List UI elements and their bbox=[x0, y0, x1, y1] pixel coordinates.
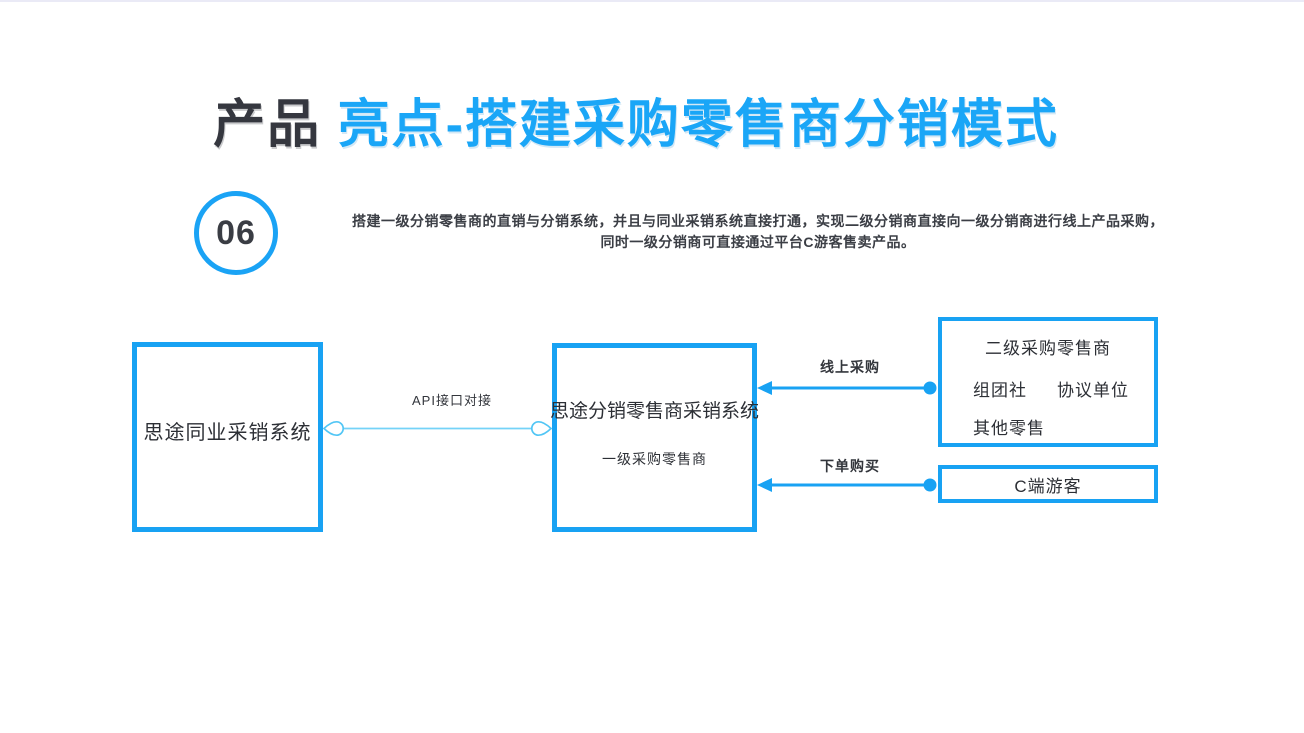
description-line-2: 同时一级分销商可直接通过平台C游客售卖产品。 bbox=[600, 234, 916, 250]
right-bottom-box-label: C端游客 bbox=[1014, 476, 1082, 496]
api-connector-line bbox=[322, 420, 553, 437]
box-secondary-purchasing-retailers: 二级采购零售商 组团社 协议单位 其他零售 bbox=[938, 317, 1158, 447]
box-situ-peer-procurement-system: 思途同业采销系统 bbox=[132, 342, 323, 532]
page-title: 产品 亮点-搭建采购零售商分销模式 bbox=[0, 82, 1288, 157]
box-situ-distribution-retailer-system: 思途分销零售商采销系统 一级采购零售商 bbox=[550, 343, 760, 532]
page-title-prefix: 产品 bbox=[213, 96, 338, 154]
place-order-label: 下单购买 bbox=[820, 458, 880, 474]
box-center-label: 思途分销零售商采销系统 bbox=[550, 401, 760, 422]
right-top-box-title: 二级采购零售商 bbox=[985, 339, 1111, 358]
section-number: 06 bbox=[216, 213, 256, 252]
section-number-badge: 06 bbox=[194, 191, 278, 275]
right-top-box-item-2: 协议单位 bbox=[1057, 381, 1129, 400]
api-connector-label: API接口对接 bbox=[412, 393, 492, 408]
page-title-highlight: 亮点-搭建采购零售商分销模式 bbox=[337, 96, 1059, 154]
box-left-label: 思途同业采销系统 bbox=[143, 421, 312, 444]
right-top-box-item-1: 组团社 bbox=[973, 381, 1027, 400]
description-text: 搭建一级分销零售商的直销与分销系统，并且与同业采销系统直接打通，实现二级分销商直… bbox=[328, 211, 1188, 253]
box-center-sublabel: 一级采购零售商 bbox=[602, 451, 707, 467]
online-purchase-arrow bbox=[757, 381, 937, 395]
description-line-1: 搭建一级分销零售商的直销与分销系统，并且与同业采销系统直接打通，实现二级分销商直… bbox=[352, 213, 1164, 229]
right-top-box-row: 组团社 协议单位 bbox=[942, 376, 1154, 401]
top-edge-divider bbox=[0, 0, 1304, 2]
place-order-arrow bbox=[757, 478, 937, 492]
box-c-end-tourists: C端游客 bbox=[938, 465, 1158, 503]
right-top-box-item-3: 其他零售 bbox=[973, 419, 1045, 438]
online-purchase-label: 线上采购 bbox=[820, 359, 880, 375]
